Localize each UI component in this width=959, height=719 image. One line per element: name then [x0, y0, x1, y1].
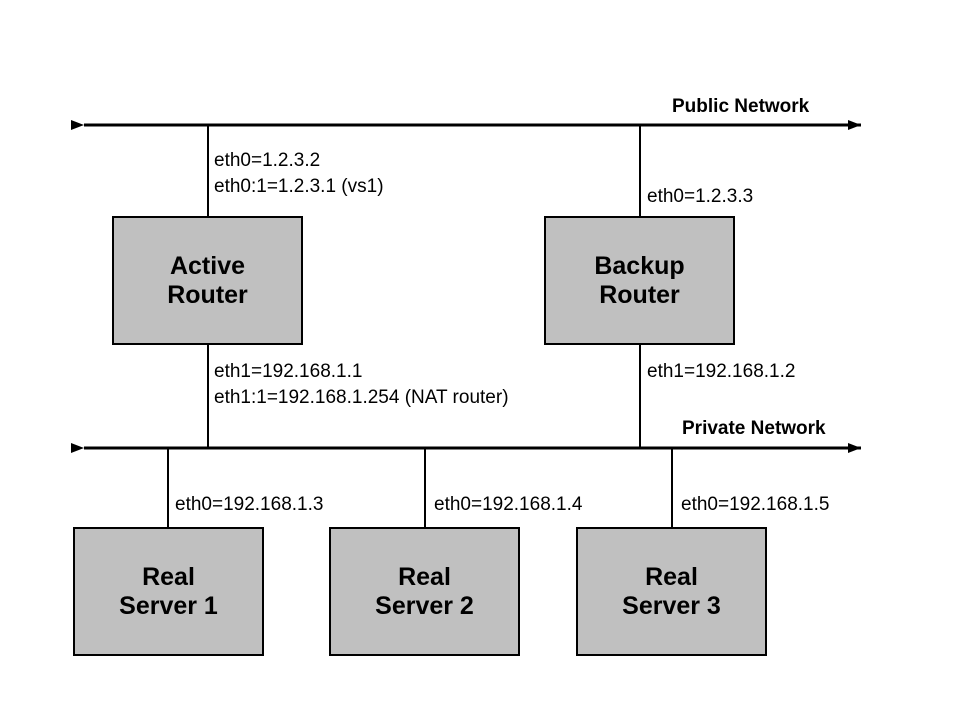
backup-router-private-interfaces: eth1=192.168.1.2 [647, 359, 795, 385]
node-real-server-2[interactable]: Real Server 2 [329, 527, 520, 656]
real-server-3-title-line2: Server 3 [622, 591, 721, 620]
backup-router-eth1-label: eth1=192.168.1.2 [647, 361, 796, 382]
node-real-server-3[interactable]: Real Server 3 [576, 527, 767, 656]
real-server-3-title-line1: Real [645, 562, 698, 591]
private-network-label: Private Network [682, 418, 826, 439]
backup-router-title-line1: Backup [594, 251, 685, 280]
real-server-2-title-line1: Real [398, 562, 451, 591]
node-active-router[interactable]: Active Router [112, 216, 303, 345]
active-router-title-line2: Router [167, 280, 248, 309]
active-router-title-line1: Active [169, 251, 246, 280]
node-real-server-1[interactable]: Real Server 1 [73, 527, 264, 656]
real-server-2-title-line2: Server 2 [375, 591, 474, 620]
real-server-1-title-line1: Real [142, 562, 195, 591]
active-router-eth0-alias-label: eth0:1=1.2.3.1 (vs1) [214, 175, 384, 197]
real-server-1-interface-label: eth0=192.168.1.3 [175, 494, 324, 515]
node-backup-router[interactable]: Backup Router [544, 216, 735, 345]
active-router-eth1-alias-label: eth1:1=192.168.1.254 (NAT router) [214, 386, 509, 408]
real-server-1-title-line2: Server 1 [119, 591, 218, 620]
active-router-public-interfaces: eth0=1.2.3.2 eth0:1=1.2.3.1 (vs1) [214, 148, 384, 199]
real-server-3-interface-label: eth0=192.168.1.5 [681, 494, 830, 515]
active-router-private-interfaces: eth1=192.168.1.1 eth1:1=192.168.1.254 (N… [214, 359, 509, 410]
real-server-2-interface-label: eth0=192.168.1.4 [434, 494, 583, 515]
backup-router-public-interfaces: eth0=1.2.3.3 [647, 184, 753, 210]
backup-router-title-line2: Router [599, 280, 680, 309]
active-router-eth0-label: eth0=1.2.3.2 [214, 150, 321, 171]
active-router-eth1-label: eth1=192.168.1.1 [214, 361, 363, 382]
public-network-label: Public Network [672, 96, 810, 117]
backup-router-eth0-label: eth0=1.2.3.3 [647, 186, 754, 207]
